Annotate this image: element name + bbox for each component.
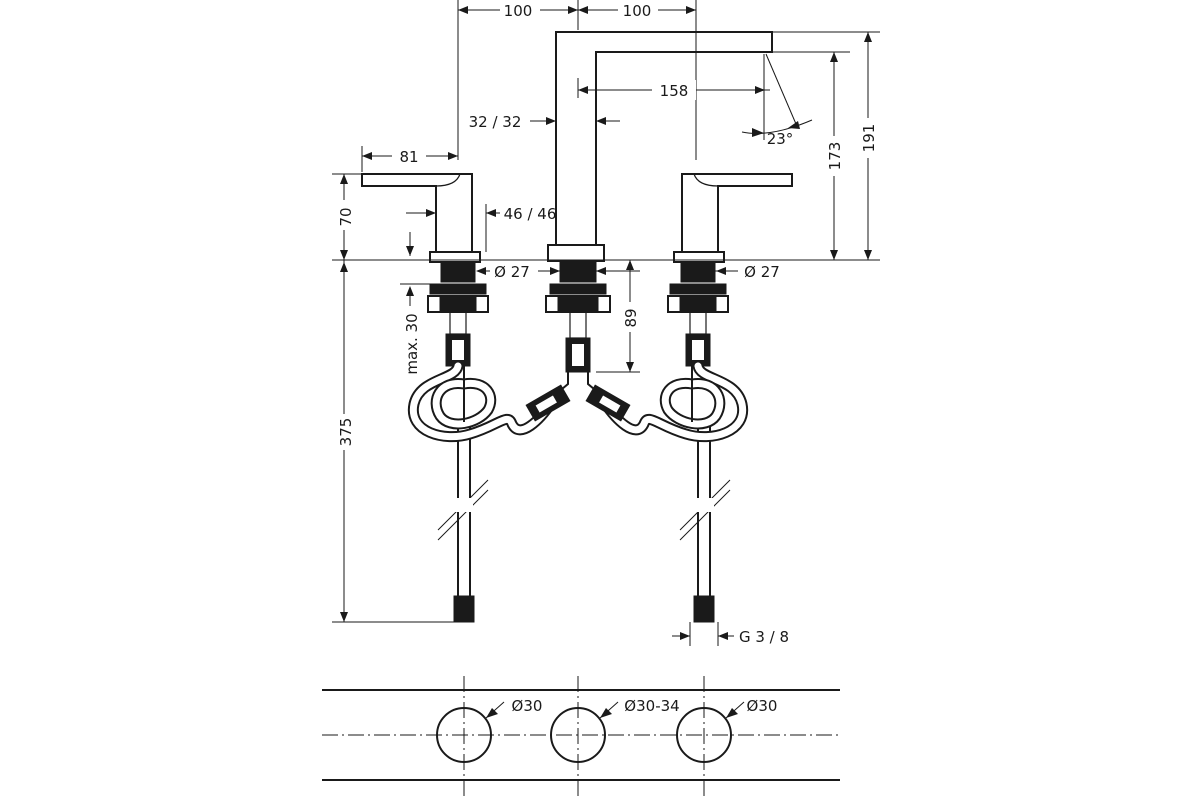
spout [547, 31, 773, 262]
dim-handle-height: 70 [337, 207, 355, 226]
dim-spout-total-height: 191 [860, 124, 878, 153]
hole-right-label: Ø30 [747, 697, 778, 715]
hole-left-label: Ø30 [512, 697, 543, 715]
right-handle [673, 173, 793, 263]
dim-spout-outlet-height: 173 [826, 142, 844, 171]
right-hose [598, 360, 749, 443]
handle-length-dimension: 81 [361, 146, 458, 172]
hose-break-marks [437, 479, 731, 541]
dim-center-shank-length: 89 [622, 308, 640, 327]
height-dimensions: 173 191 [772, 31, 880, 260]
spout-wall-dimension: 32 / 32 [469, 113, 620, 131]
dim-hose-length: 375 [337, 418, 355, 447]
spout-angle-dimension: 23° [741, 53, 813, 148]
connection-dimension: G 3 / 8 [672, 622, 789, 646]
center-shank-dimension: 89 [596, 260, 640, 373]
spacing-dimension: 100 100 [457, 0, 697, 160]
dim-max-deck: max. 30 [403, 313, 421, 374]
left-mounting [427, 261, 489, 623]
left-hose [407, 360, 558, 443]
hole-left [436, 707, 492, 763]
dim-spout-wall: 32 / 32 [469, 113, 522, 131]
dim-handle-length: 81 [399, 148, 418, 166]
dim-spout-angle: 23° [767, 130, 794, 148]
dim-spacing-left: 100 [504, 2, 533, 20]
hose-connectors [525, 384, 631, 422]
right-mounting [667, 261, 729, 623]
dim-handle-body: 46 / 46 [504, 205, 557, 223]
handle-body-dimension: 46 / 46 [406, 204, 556, 256]
hose-length-dimension: 375 [332, 262, 458, 623]
countertop-plan: Ø30 Ø30-34 Ø30 [322, 676, 840, 800]
handle-height-dimension: 70 [332, 173, 362, 262]
dim-shank-left: Ø 27 [494, 263, 530, 281]
dim-spout-reach: 158 [660, 82, 689, 100]
spout-reach-dimension: 158 [577, 78, 770, 100]
hole-center-label: Ø30-34 [624, 697, 679, 715]
dim-shank-right: Ø 27 [744, 263, 780, 281]
hole-right [676, 707, 732, 763]
shank-dimensions: Ø 27 Ø 27 [476, 263, 780, 281]
max-deck-dimension: max. 30 [400, 283, 430, 375]
dim-connection: G 3 / 8 [739, 628, 789, 646]
dim-spacing-right: 100 [623, 2, 652, 20]
center-mounting [545, 261, 611, 395]
left-handle [361, 173, 481, 263]
hole-center [550, 707, 606, 763]
